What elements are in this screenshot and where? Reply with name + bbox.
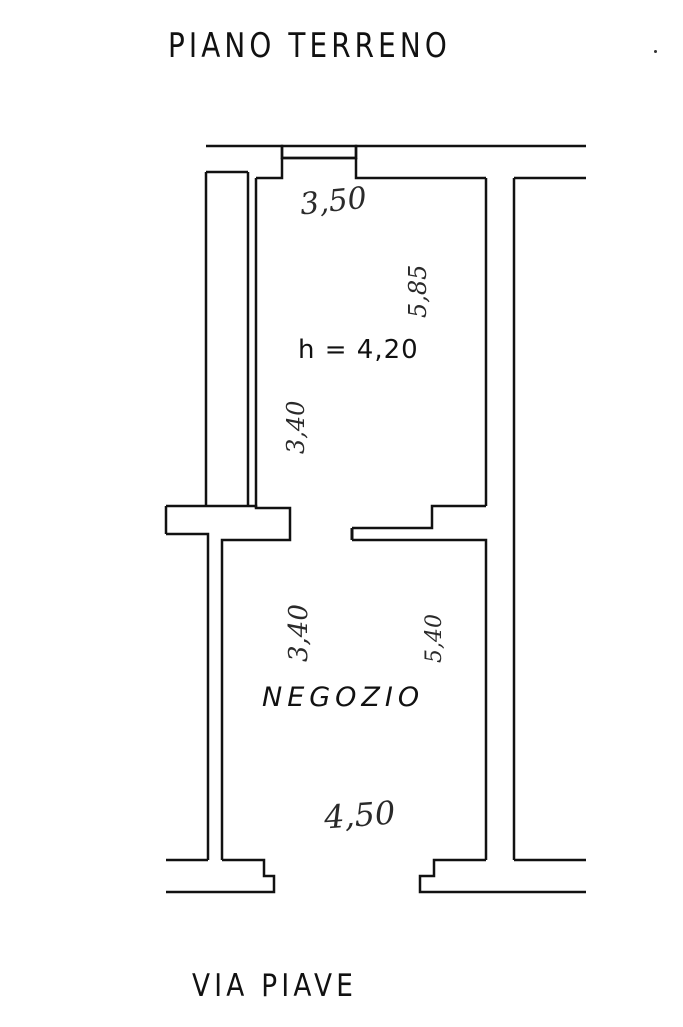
floor-title: PIANO TERRENO	[168, 26, 451, 66]
dimension-left-lower: 3,40	[284, 604, 314, 662]
dimension-right-upper: 5,85	[404, 264, 432, 318]
top-window	[280, 144, 358, 160]
partition-left	[164, 504, 292, 860]
dimension-right-lower: 5,40	[422, 614, 447, 663]
front-wall-right	[418, 858, 586, 894]
ceiling-height-label: h = 4,20	[298, 335, 419, 365]
partition-right	[352, 504, 488, 860]
top-wall-inner	[206, 158, 586, 180]
room-name-label: NEGOZIO	[262, 682, 425, 713]
ink-speck	[654, 50, 657, 53]
top-wall	[206, 144, 586, 160]
dimension-left-upper: 3,40	[282, 400, 310, 454]
front-wall-left	[166, 858, 276, 894]
dimension-top-width: 3,50	[298, 180, 369, 223]
left-rear-wall	[204, 172, 250, 506]
street-name-label: VIA PIAVE	[192, 968, 358, 1004]
dimension-bottom-width: 4,50	[322, 793, 397, 837]
rear-room-right-wall	[484, 178, 516, 860]
